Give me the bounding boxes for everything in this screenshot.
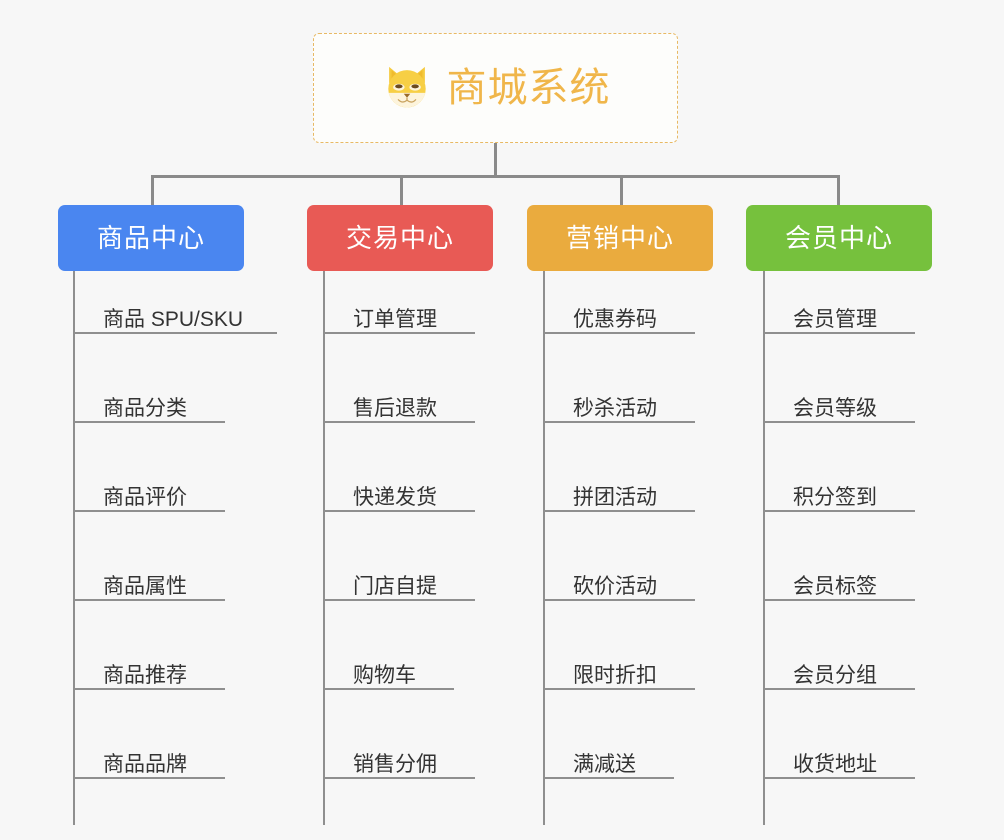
leaf-label: 订单管理 (353, 307, 437, 331)
leaf-label: 满减送 (573, 752, 636, 776)
leaf-item: 快递发货 (323, 482, 475, 512)
leaf-label: 售后退款 (353, 396, 437, 420)
leaf-item: 秒杀活动 (543, 393, 695, 423)
leaf-item: 商品评价 (73, 482, 225, 512)
leaf-item: 拼团活动 (543, 482, 695, 512)
leaf-item: 售后退款 (323, 393, 475, 423)
leaf-label: 优惠券码 (573, 307, 657, 331)
connector-horizontal-bar (151, 175, 839, 178)
leaf-label: 商品分类 (103, 396, 187, 420)
leaf-item: 砍价活动 (543, 571, 695, 601)
branch-column-2: 订单管理 售后退款 快递发货 门店自提 购物车 销售分佣 (310, 271, 540, 831)
leaf-item: 积分签到 (763, 482, 915, 512)
shiba-dog-icon (387, 66, 426, 108)
branch-spine (543, 271, 545, 825)
category-label: 营销中心 (565, 223, 674, 253)
leaf-label: 收货地址 (793, 752, 877, 776)
connector-drop-2 (400, 175, 403, 205)
leaf-label: 会员分组 (793, 663, 877, 687)
leaf-item: 销售分佣 (323, 749, 475, 779)
leaf-label: 会员标签 (793, 574, 877, 598)
leaf-label: 购物车 (353, 663, 416, 687)
leaf-label: 商品 SPU/SKU (103, 307, 244, 331)
leaf-label: 限时折扣 (573, 663, 657, 687)
connector-drop-1 (151, 175, 154, 205)
leaf-item: 商品品牌 (73, 749, 225, 779)
leaf-label: 门店自提 (353, 574, 437, 598)
category-label: 交易中心 (345, 223, 454, 253)
leaf-label: 积分签到 (793, 485, 877, 509)
category-box-2[interactable]: 交易中心 (307, 205, 493, 271)
leaf-label: 砍价活动 (573, 574, 657, 598)
leaf-label: 商品属性 (103, 574, 187, 598)
leaf-item: 会员管理 (763, 304, 915, 334)
leaf-label: 商品推荐 (103, 663, 187, 687)
leaf-item: 商品推荐 (73, 660, 225, 690)
leaf-item: 收货地址 (763, 749, 915, 779)
branch-spine (763, 271, 765, 825)
leaf-item: 购物车 (323, 660, 454, 690)
leaf-item: 商品分类 (73, 393, 225, 423)
leaf-label: 商品品牌 (103, 752, 187, 776)
branch-column-3: 优惠券码 秒杀活动 拼团活动 砍价活动 限时折扣 满减送 (530, 271, 760, 831)
leaf-item: 限时折扣 (543, 660, 695, 690)
category-box-4[interactable]: 会员中心 (746, 205, 932, 271)
leaf-item: 会员标签 (763, 571, 915, 601)
leaf-item: 商品属性 (73, 571, 225, 601)
leaf-label: 会员等级 (793, 396, 877, 420)
leaf-label: 商品评价 (103, 485, 187, 509)
category-label: 商品中心 (96, 223, 205, 253)
leaf-item: 满减送 (543, 749, 674, 779)
leaf-item: 优惠券码 (543, 304, 695, 334)
category-box-3[interactable]: 营销中心 (527, 205, 713, 271)
leaf-label: 拼团活动 (573, 485, 657, 509)
root-title: 商城系统 (446, 66, 611, 110)
leaf-label: 秒杀活动 (573, 396, 657, 420)
category-box-1[interactable]: 商品中心 (58, 205, 244, 271)
branch-column-1: 商品 SPU/SKU 商品分类 商品评价 商品属性 商品推荐 商品品牌 (60, 271, 290, 831)
leaf-item: 订单管理 (323, 304, 475, 334)
leaf-label: 会员管理 (793, 307, 877, 331)
category-label: 会员中心 (784, 223, 893, 253)
leaf-item: 会员分组 (763, 660, 915, 690)
connector-drop-3 (620, 175, 623, 205)
leaf-item: 商品 SPU/SKU (73, 304, 277, 334)
leaf-label: 快递发货 (353, 485, 437, 509)
connector-trunk (494, 143, 497, 177)
connector-drop-4 (837, 175, 840, 205)
branch-spine (73, 271, 75, 825)
branch-spine (323, 271, 325, 825)
leaf-item: 会员等级 (763, 393, 915, 423)
root-node[interactable]: 商城系统 (313, 33, 678, 143)
branch-column-4: 会员管理 会员等级 积分签到 会员标签 会员分组 收货地址 (750, 271, 980, 831)
leaf-item: 门店自提 (323, 571, 475, 601)
leaf-label: 销售分佣 (353, 752, 437, 776)
